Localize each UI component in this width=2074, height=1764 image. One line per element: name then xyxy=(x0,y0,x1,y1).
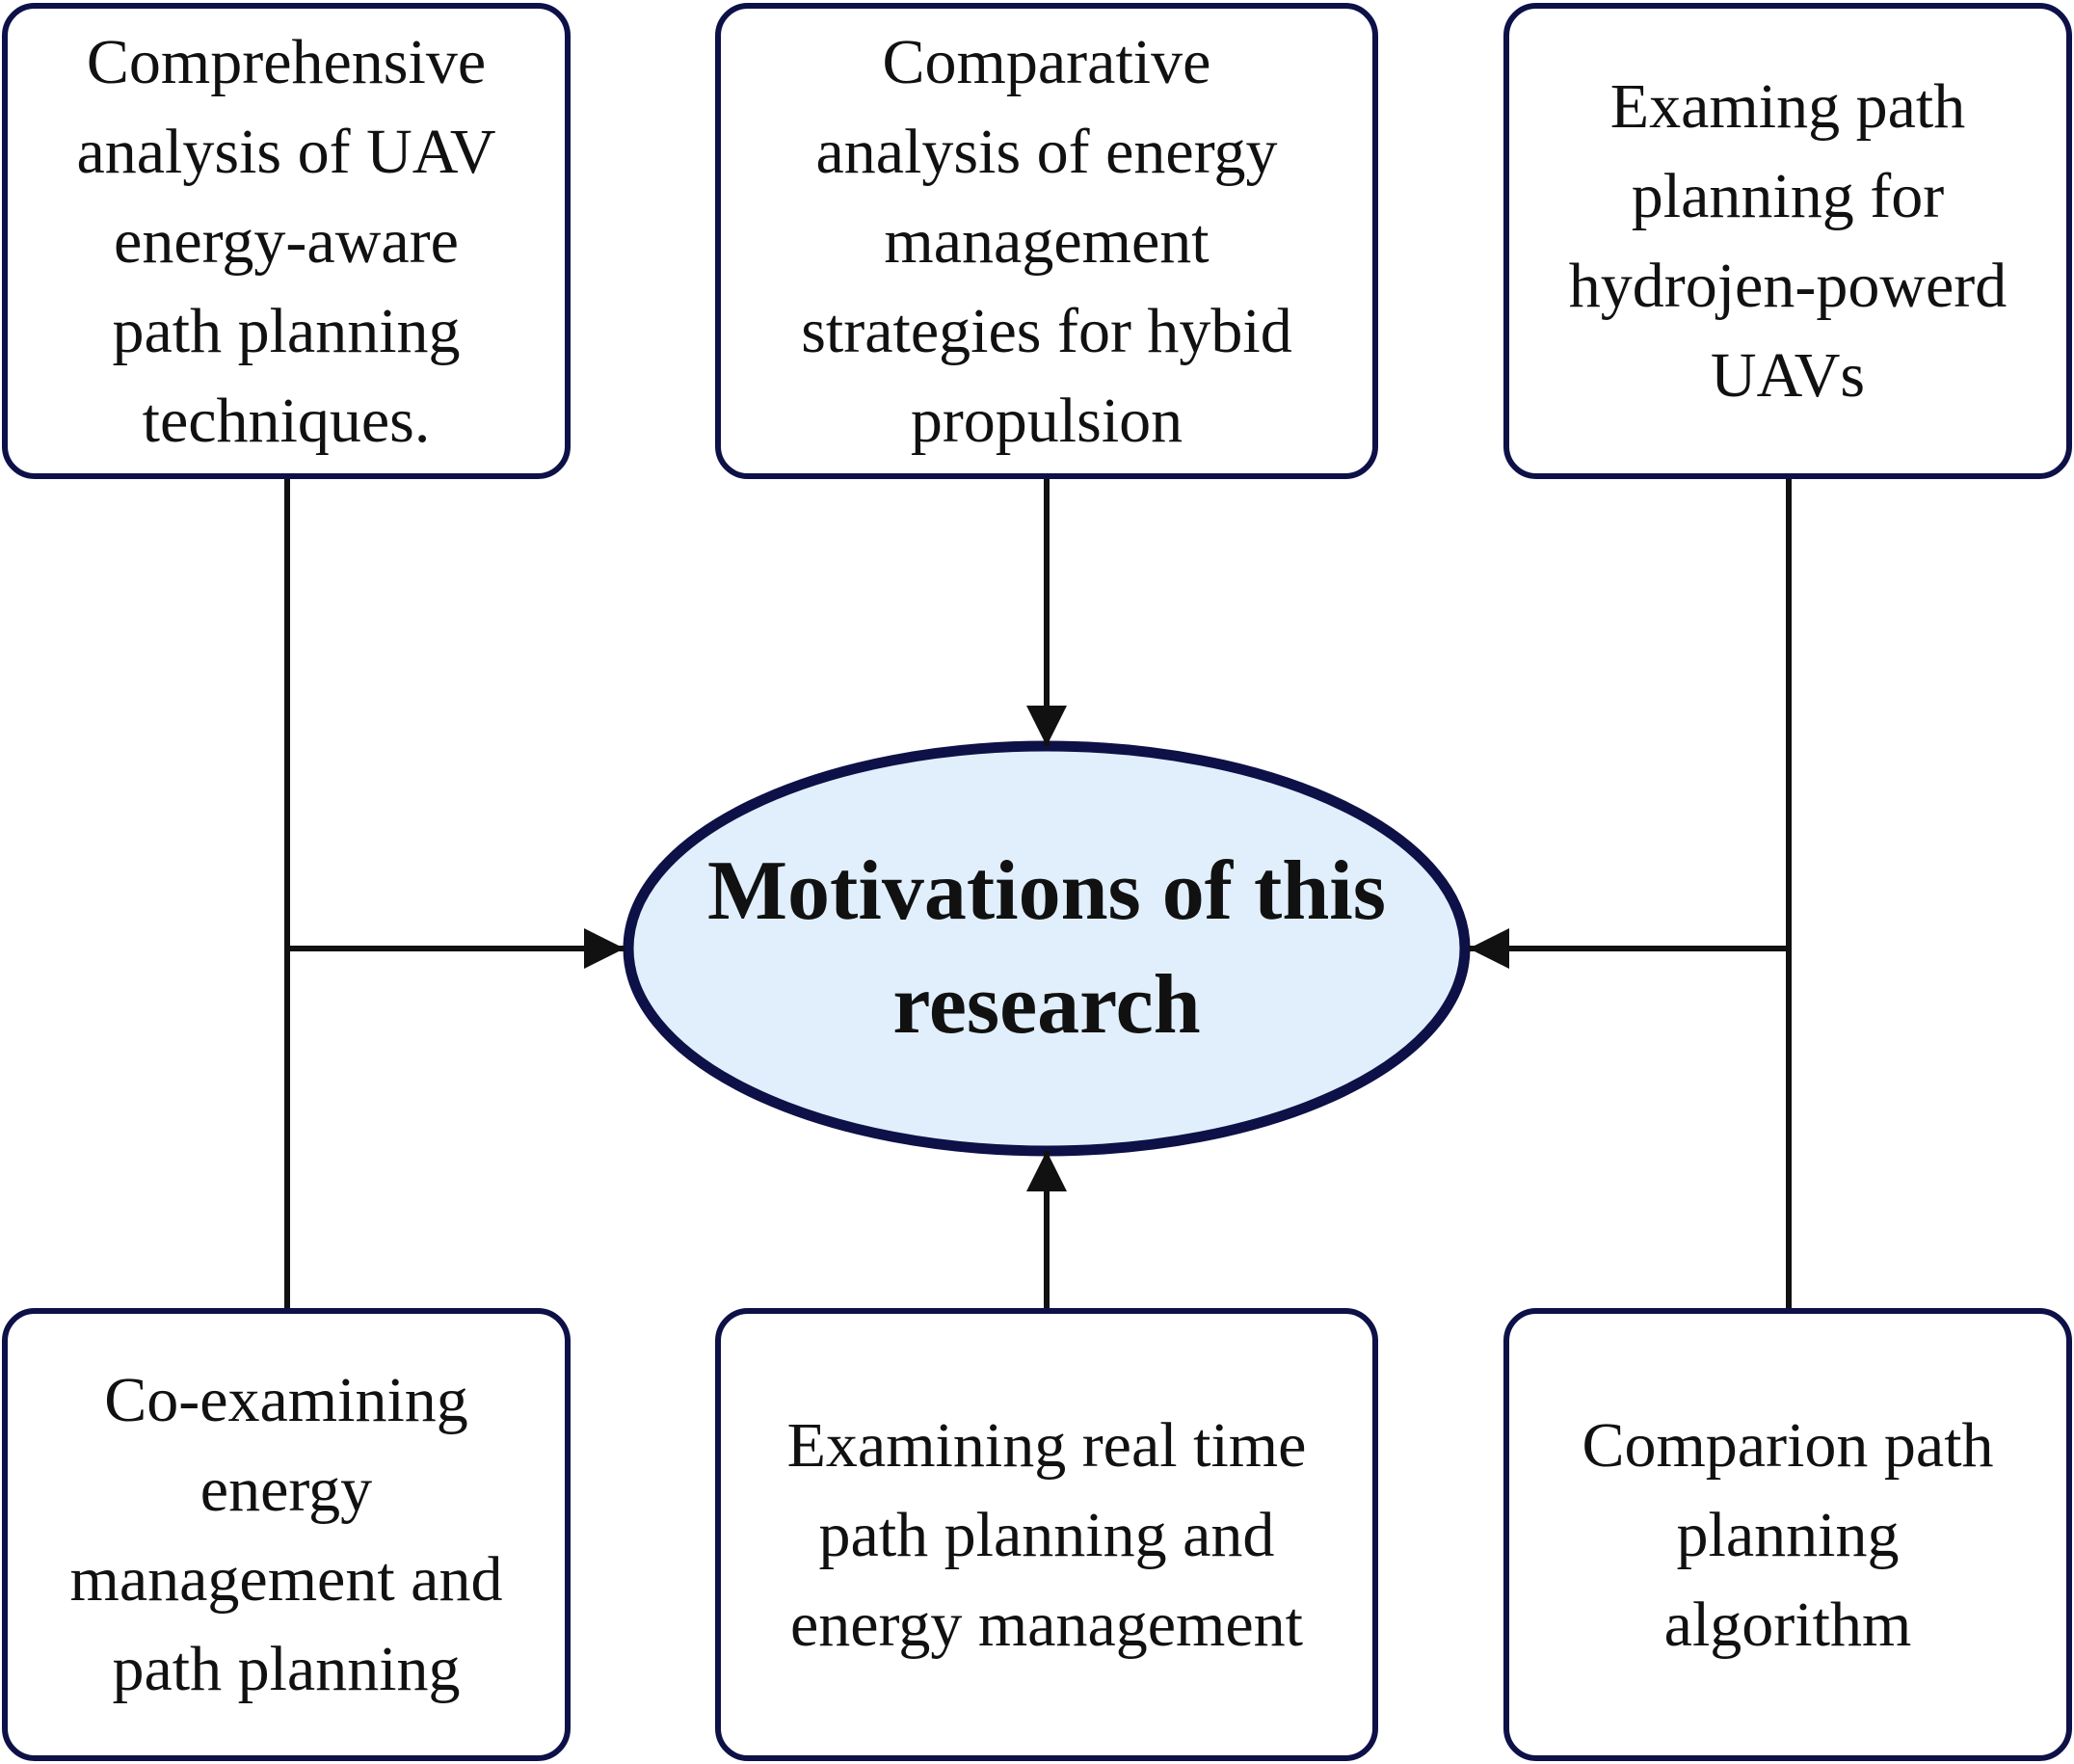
box-top-center-text: Comparative analysis of energy managemen… xyxy=(801,26,1292,456)
box-top-left: Comprehensive analysis of UAV energy-awa… xyxy=(2,3,571,479)
box-top-right-text: Examing path planning for hydrojen-power… xyxy=(1568,71,2008,411)
box-bottom-right: Comparion path planning algorithm xyxy=(1503,1308,2072,1761)
box-bottom-left: Co-examining energy management and path … xyxy=(2,1308,571,1761)
box-top-right: Examing path planning for hydrojen-power… xyxy=(1503,3,2072,479)
box-bottom-right-text: Comparion path planning algorithm xyxy=(1582,1409,1994,1660)
box-bottom-center: Examining real time path planning and en… xyxy=(715,1308,1378,1761)
center-label: Motivations of this research xyxy=(707,844,1386,1052)
box-bottom-left-text: Co-examining energy management and path … xyxy=(69,1365,503,1704)
box-top-center: Comparative analysis of energy managemen… xyxy=(715,3,1378,479)
box-bottom-center-text: Examining real time path planning and en… xyxy=(786,1409,1307,1660)
box-top-left-text: Comprehensive analysis of UAV energy-awa… xyxy=(76,26,496,456)
